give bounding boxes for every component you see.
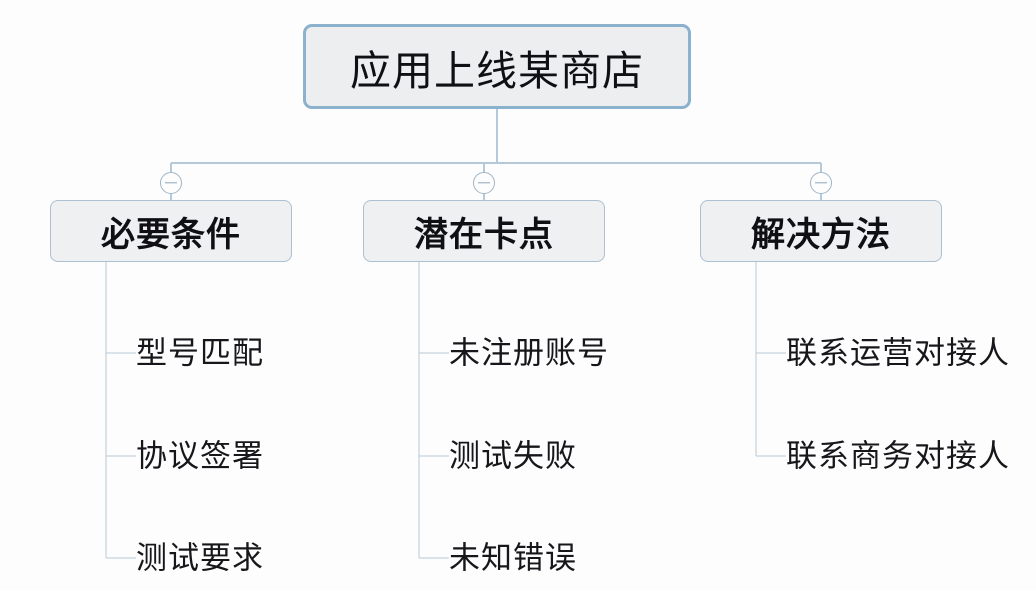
root-node-label: 应用上线某商店	[350, 47, 644, 94]
leaf-node[interactable]: 联系运营对接人	[786, 335, 1010, 371]
leaf-node[interactable]: 未注册账号	[449, 335, 609, 371]
root-node[interactable]: 应用上线某商店	[303, 24, 691, 109]
leaf-node[interactable]: 测试失败	[449, 438, 577, 474]
collapse-minus-icon[interactable]	[160, 172, 182, 194]
branch-node-necessary-conditions[interactable]: 必要条件	[50, 200, 292, 262]
branch-node-solutions[interactable]: 解决方法	[700, 200, 942, 262]
branch-node-label: 潜在卡点	[414, 215, 554, 254]
leaf-node[interactable]: 协议签署	[136, 438, 264, 474]
branch-node-label: 必要条件	[101, 215, 241, 254]
leaf-node[interactable]: 测试要求	[136, 540, 264, 576]
leaf-node[interactable]: 联系商务对接人	[786, 438, 1010, 474]
leaf-node[interactable]: 型号匹配	[136, 335, 264, 371]
collapse-minus-icon[interactable]	[810, 172, 832, 194]
branch-node-potential-blockers[interactable]: 潜在卡点	[363, 200, 605, 262]
leaf-node[interactable]: 未知错误	[449, 540, 577, 576]
branch-node-label: 解决方法	[751, 215, 891, 254]
collapse-minus-icon[interactable]	[473, 172, 495, 194]
